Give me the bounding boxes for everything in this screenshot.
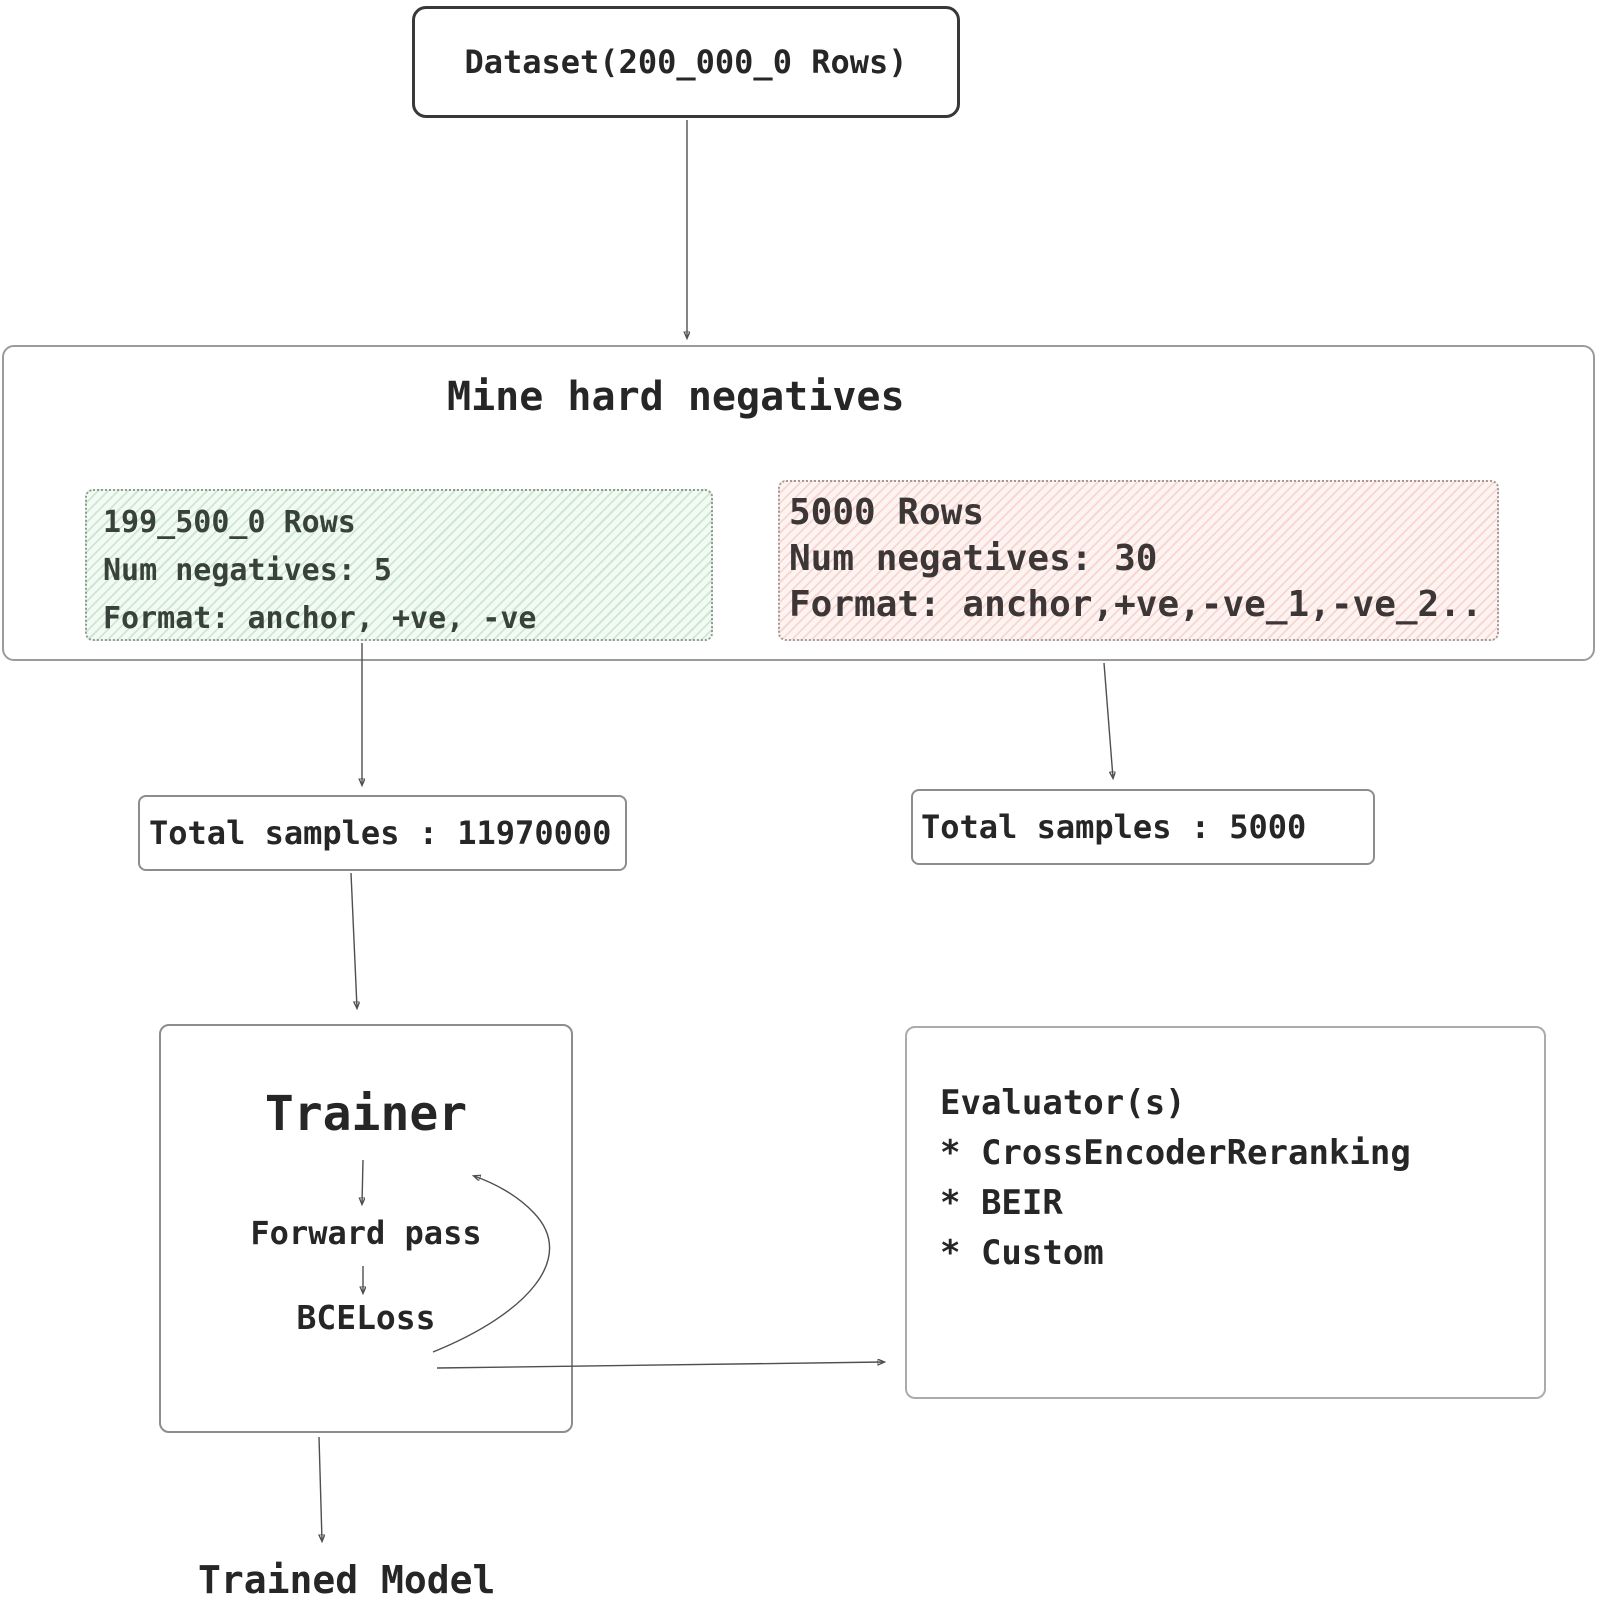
evaluator-box: Evaluator(s) * CrossEncoderReranking * B…	[905, 1026, 1546, 1399]
evaluator-item-beir: * BEIR	[940, 1183, 1063, 1223]
train-split-format-label: Format: anchor, +ve, -ve	[103, 601, 537, 636]
train-split-rows-label: 199_500_0 Rows	[103, 505, 356, 540]
arrow-eval-split-to-total	[1103, 662, 1113, 778]
eval-split-format-label: Format: anchor,+ve,-ve_1,-ve_2..	[789, 584, 1483, 625]
eval-total-samples-label: Total samples : 5000	[921, 808, 1307, 846]
trained-model-label: Trained Model	[198, 1558, 496, 1602]
eval-split-box: 5000 Rows Num negatives: 30 Format: anch…	[778, 480, 1499, 641]
forward-pass-label: Forward pass	[250, 1214, 482, 1252]
arrow-total-to-trainer	[350, 872, 357, 1008]
trainer-box: Trainer Forward pass BCELoss	[159, 1024, 573, 1433]
bceloss-label: BCELoss	[296, 1298, 436, 1337]
train-split-num-negatives-label: Num negatives: 5	[103, 553, 392, 588]
mine-hard-negatives-box	[2, 345, 1595, 661]
evaluator-title: Evaluator(s)	[940, 1083, 1186, 1123]
train-total-samples-label: Total samples : 11970000	[149, 814, 612, 852]
mine-hard-negatives-title: Mine hard negatives	[447, 374, 905, 420]
eval-split-rows-label: 5000 Rows	[789, 492, 985, 533]
trainer-title: Trainer	[264, 1086, 468, 1142]
eval-split-num-negatives-label: Num negatives: 30	[789, 538, 1158, 579]
evaluator-item-custom: * Custom	[940, 1233, 1104, 1273]
evaluator-item-cross-encoder-reranking: * CrossEncoderReranking	[940, 1133, 1411, 1173]
eval-total-samples-box: Total samples : 5000	[911, 789, 1375, 865]
train-total-samples-box: Total samples : 11970000	[138, 795, 627, 871]
dataset-box: Dataset(200_000_0 Rows)	[412, 6, 960, 118]
arrow-trainer-to-trained-model	[319, 1436, 322, 1541]
dataset-label: Dataset(200_000_0 Rows)	[464, 43, 908, 81]
train-split-box: 199_500_0 Rows Num negatives: 5 Format: …	[85, 489, 713, 641]
